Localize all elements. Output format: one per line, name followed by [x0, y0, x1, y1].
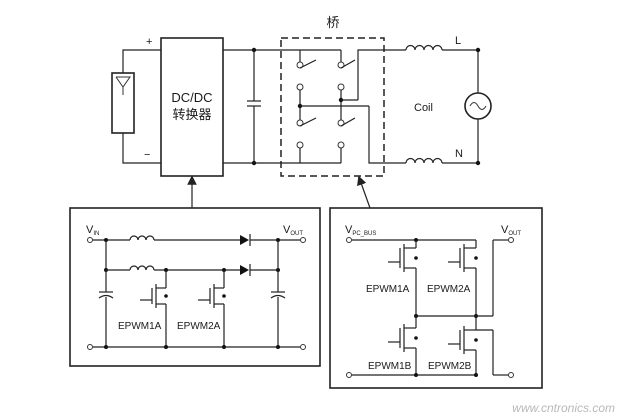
minus-sign: −	[144, 149, 150, 161]
switch-s2	[340, 59, 356, 69]
bridge-title: 桥	[326, 15, 339, 30]
dcdc-converter-block	[160, 37, 224, 177]
switch-s4	[340, 117, 356, 127]
inverter-vbus-label: VPC_BUS	[345, 224, 376, 237]
solar-panel	[111, 72, 135, 134]
panel-negative-wire	[122, 133, 161, 164]
bridge-output-l	[357, 49, 373, 100]
boost-gate-1-label: EPWM1A	[118, 321, 162, 332]
boost-detail: VIN VOUT	[69, 207, 321, 367]
inverter-gate-1b-label: EPWM1B	[368, 361, 412, 372]
inverter-gate-1a-label: EPWM1A	[366, 284, 410, 295]
switch-s1	[299, 59, 317, 69]
inverter-gate-2a-label: EPWM2A	[427, 284, 471, 295]
bridge-output-n	[368, 106, 373, 164]
dcdc-label: DC/DC	[171, 90, 212, 105]
coil-label: Coil	[414, 102, 433, 114]
label-l: L	[455, 35, 461, 47]
panel-mark	[115, 76, 131, 88]
label-n: N	[455, 148, 463, 160]
inverter-vout-label: VOUT	[501, 224, 521, 237]
inductor-n	[405, 157, 443, 164]
plus-sign: +	[146, 36, 152, 48]
boost-inductor-2	[129, 265, 155, 271]
watermark: www.cntronics.com	[512, 401, 615, 415]
inverter-detail: VPC_BUS VOUT EPWM1A EPWM2A	[329, 207, 543, 389]
panel-positive-wire	[122, 49, 161, 73]
boost-diode-1	[240, 235, 249, 245]
boost-vin-label: VIN	[86, 224, 99, 237]
boost-gate-2-label: EPWM2A	[177, 321, 221, 332]
boost-inductor-1	[129, 235, 155, 241]
arrow-to-bridge	[357, 175, 371, 209]
dcdc-label-cn: 转换器	[172, 107, 211, 122]
switch-s3	[299, 117, 317, 127]
inverter-detail-box	[329, 207, 543, 389]
sine-wave-icon	[469, 102, 487, 110]
boost-diode-2	[240, 265, 249, 275]
boost-vout-label: VOUT	[283, 224, 303, 237]
bridge-frame	[280, 37, 385, 177]
inductor-l	[405, 44, 443, 51]
inverter-gate-2b-label: EPWM2B	[428, 361, 472, 372]
top-system: + − DC/DC 转换器 桥	[111, 15, 492, 209]
